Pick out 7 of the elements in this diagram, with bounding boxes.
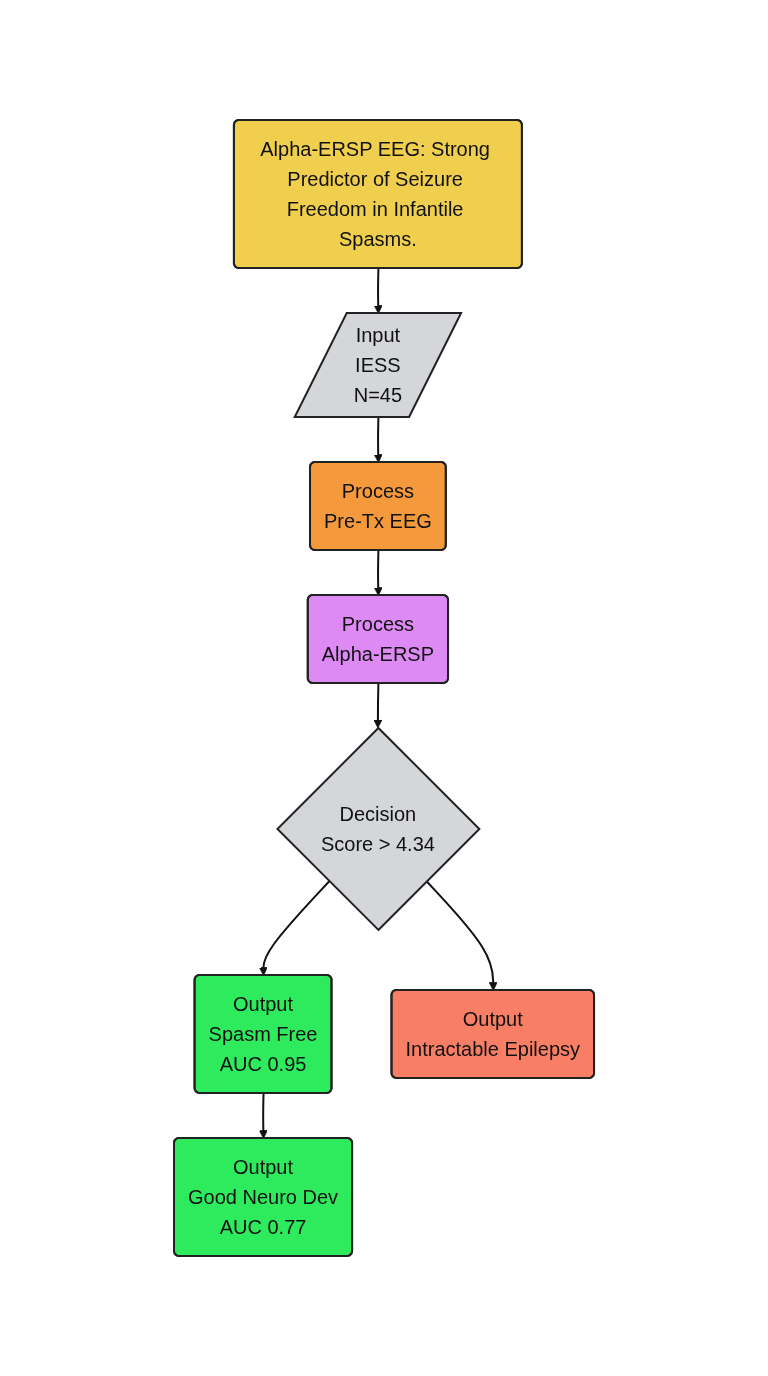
arrow (373, 267, 383, 314)
arrow (425, 880, 498, 991)
node-diamond: Decision Score > 4.34 (275, 726, 481, 932)
arrow (258, 1092, 268, 1139)
arrow (258, 880, 331, 976)
arrow (373, 682, 383, 729)
arrow (373, 549, 383, 596)
